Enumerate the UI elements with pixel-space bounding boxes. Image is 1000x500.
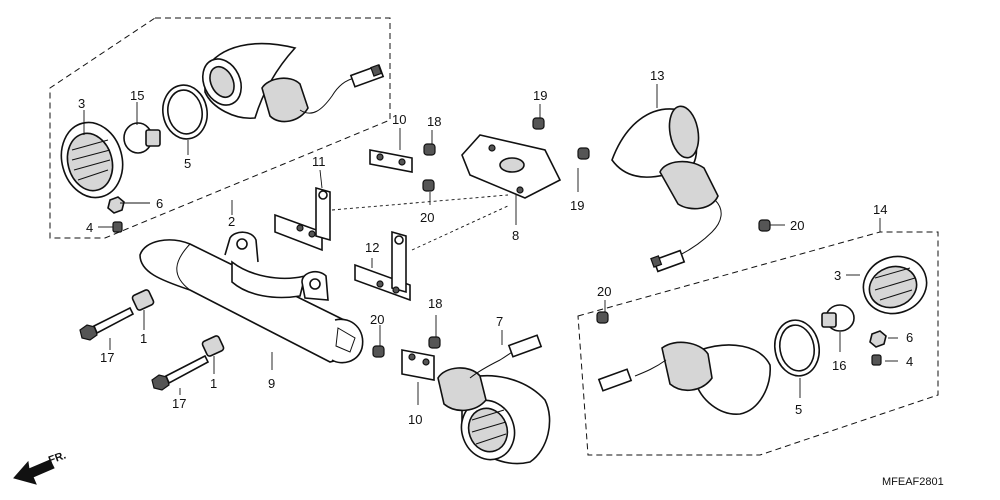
front-arrow-icon — [13, 459, 55, 485]
left-seal-ring — [162, 84, 208, 140]
bracket-right-stay — [354, 230, 411, 302]
callout-6-left: 6 — [156, 196, 163, 211]
screw-20-center — [422, 179, 435, 192]
callout-9: 9 — [268, 376, 275, 391]
callout-5-right: 5 — [795, 402, 802, 417]
screw-19-upper — [532, 117, 545, 130]
plate-lower — [401, 349, 435, 381]
mounting-bar — [139, 231, 364, 364]
callout-20-right-group: 20 — [597, 284, 611, 299]
left-lens — [60, 121, 124, 199]
callout-17-lower: 17 — [172, 396, 186, 411]
callout-3-right: 3 — [834, 268, 841, 283]
callout-19-upper: 19 — [533, 88, 547, 103]
plate-upper — [369, 149, 413, 173]
bracket-left-stay — [274, 186, 331, 252]
screw-20-lower — [372, 345, 385, 358]
callout-2: 2 — [228, 214, 235, 229]
callout-12: 12 — [365, 240, 379, 255]
screw-20-right-housing — [758, 219, 771, 232]
right-group-housing — [597, 341, 771, 415]
bolt-upper — [79, 306, 135, 341]
drawing-code: MFEAF2801 — [882, 476, 944, 488]
bolt-lower — [151, 354, 210, 391]
right-bulb — [821, 304, 855, 332]
callout-1-lower: 1 — [210, 376, 217, 391]
right-seal-ring — [773, 319, 821, 377]
right-lens-screw-parts — [869, 330, 887, 366]
callout-13: 13 — [650, 68, 664, 83]
callout-18-lower: 18 — [428, 296, 442, 311]
bottom-turn-signal-housing — [437, 334, 551, 465]
front-label: FR. — [47, 449, 68, 466]
callout-10-lower: 10 — [408, 412, 422, 427]
left-lens-screw-parts — [107, 196, 125, 233]
screw-18-upper — [423, 143, 436, 156]
collar-upper — [131, 289, 155, 311]
collar-lower — [201, 335, 225, 357]
left-assembly-outline — [49, 17, 391, 239]
callout-8: 8 — [512, 228, 519, 243]
callout-7: 7 — [496, 314, 503, 329]
callout-1-upper: 1 — [140, 331, 147, 346]
callout-14: 14 — [873, 202, 887, 217]
callout-20-center: 20 — [420, 210, 434, 225]
screw-20-right-group — [596, 311, 609, 324]
callout-20-right-housing: 20 — [790, 218, 804, 233]
callout-11: 11 — [312, 154, 326, 169]
screw-19-lower — [577, 147, 590, 160]
callout-4-right: 4 — [906, 354, 913, 369]
callout-5-left: 5 — [184, 156, 191, 171]
callout-15: 15 — [130, 88, 144, 103]
callout-4-left: 4 — [86, 220, 93, 235]
left-bulb — [123, 122, 161, 154]
callout-18-upper: 18 — [427, 114, 441, 129]
center-bracket — [461, 134, 562, 199]
callout-3-left: 3 — [78, 96, 85, 111]
callout-10-upper: 10 — [392, 112, 406, 127]
right-lens — [862, 255, 928, 315]
callout-19-lower: 19 — [570, 198, 584, 213]
leader-lines — [83, 84, 898, 405]
callout-6-right: 6 — [906, 330, 913, 345]
front-direction-indicator: FR. — [13, 449, 68, 485]
callouts: 3 15 5 6 4 2 11 10 18 20 12 19 19 8 13 2… — [78, 68, 913, 427]
callout-20-lower: 20 — [370, 312, 384, 327]
callout-16: 16 — [832, 358, 846, 373]
callout-17-upper: 17 — [100, 350, 114, 365]
screw-18-lower — [428, 336, 441, 349]
right-turn-signal-housing — [611, 105, 722, 273]
left-turn-signal-housing — [201, 42, 385, 123]
